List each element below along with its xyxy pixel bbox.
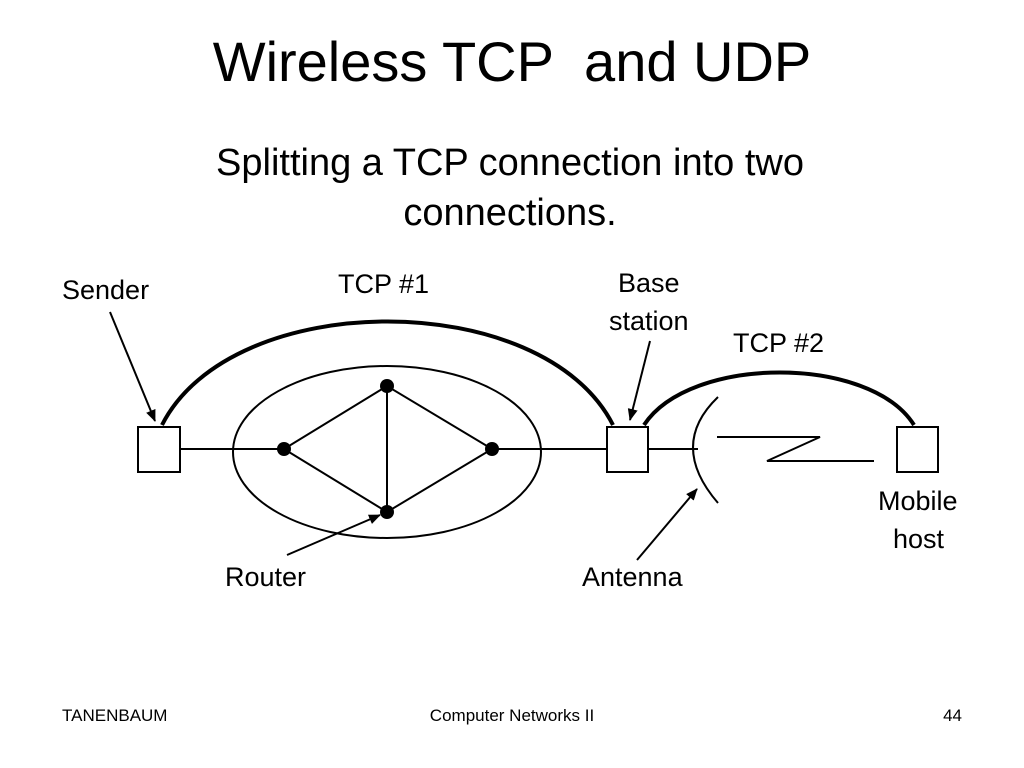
router-node-left: [277, 442, 291, 456]
slide-subtitle: Splitting a TCP connection into two conn…: [216, 142, 804, 234]
footer-course: Computer Networks II: [429, 706, 595, 725]
mobile-host-label-line1: Mobile: [878, 486, 958, 516]
base-station-pointer-arrow: [627, 340, 651, 421]
footer-page-number: 44: [943, 706, 962, 725]
antenna-pointer-arrow: [636, 488, 698, 561]
antenna-arc: [692, 396, 719, 504]
wireless-link: [717, 436, 874, 462]
footer-author: TANENBAUM: [62, 706, 168, 725]
router-node-bottom: [380, 505, 394, 519]
tcp1-label: TCP #1: [338, 269, 429, 299]
antenna-label: Antenna: [582, 562, 684, 592]
router-label: Router: [225, 562, 306, 592]
tcp2-label: TCP #2: [733, 328, 824, 358]
sender-label: Sender: [62, 275, 149, 305]
router-pointer-arrow: [286, 514, 381, 556]
base-station-box: [606, 426, 649, 473]
sender-pointer-arrow: [109, 311, 156, 422]
slide-title: Wireless TCP and UDP: [212, 30, 812, 93]
router-node-top: [380, 379, 394, 393]
base-station-label-line2: station: [609, 306, 689, 336]
mobile-host-label-line2: host: [893, 524, 945, 554]
network-ellipse: [232, 365, 542, 539]
sender-host-box: [137, 426, 181, 473]
base-station-label-line1: Base: [618, 268, 680, 298]
mobile-host-box: [896, 426, 939, 473]
tcp2-connection-arc: [642, 370, 916, 427]
router-node-right: [485, 442, 499, 456]
tcp1-connection-arc: [160, 319, 615, 426]
